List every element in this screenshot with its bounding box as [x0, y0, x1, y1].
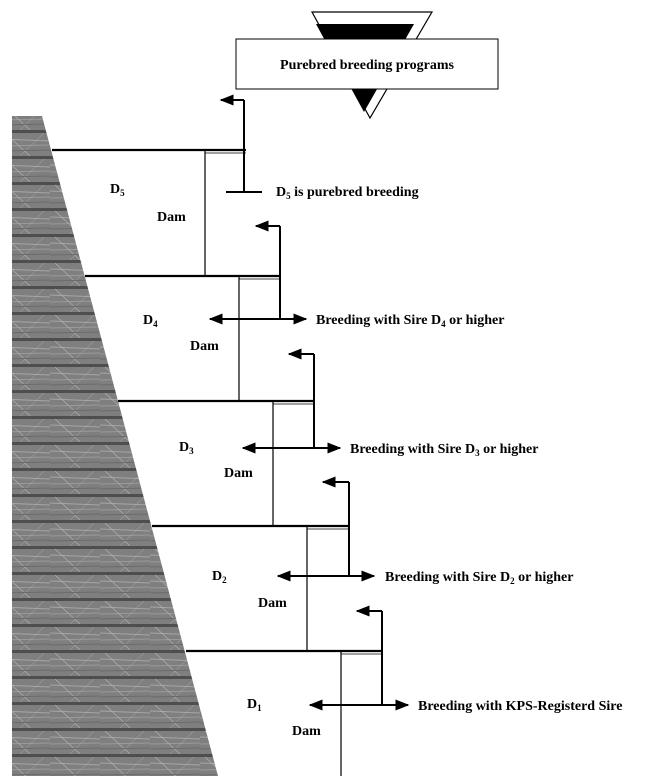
step-d5-dam: Dam — [157, 210, 186, 225]
step-d1-label: D1 — [247, 697, 262, 713]
d3-arrows — [241, 348, 342, 454]
step-d2-label: D2 — [212, 569, 227, 585]
step-d4-description: Breeding with Sire D4 or higher — [316, 313, 504, 329]
d5-bracket — [219, 94, 262, 193]
step-d3-dam: Dam — [224, 466, 253, 481]
wall-texture — [12, 116, 218, 776]
step-d3-description: Breeding with Sire D3 or higher — [350, 442, 538, 458]
step-d1-dam: Dam — [292, 724, 321, 739]
step-d5-label: D5 — [110, 182, 125, 198]
step-d4-label: D4 — [143, 313, 158, 329]
stair-steps — [52, 148, 382, 776]
step-d2-dam: Dam — [258, 596, 287, 611]
step-d4-dam: Dam — [190, 339, 219, 354]
d4-arrows — [208, 220, 308, 325]
d1-arrows — [308, 605, 410, 711]
step-d3-label: D3 — [179, 440, 194, 456]
title-text: Purebred breeding programs — [280, 58, 455, 73]
d2-arrows — [276, 476, 376, 582]
title-box — [235, 38, 499, 90]
step-d2-description: Breeding with Sire D2 or higher — [385, 570, 573, 586]
step-d1-description: Breeding with KPS-Registerd Sire — [418, 699, 622, 714]
d5-note: D5 is purebred breeding — [276, 185, 419, 201]
